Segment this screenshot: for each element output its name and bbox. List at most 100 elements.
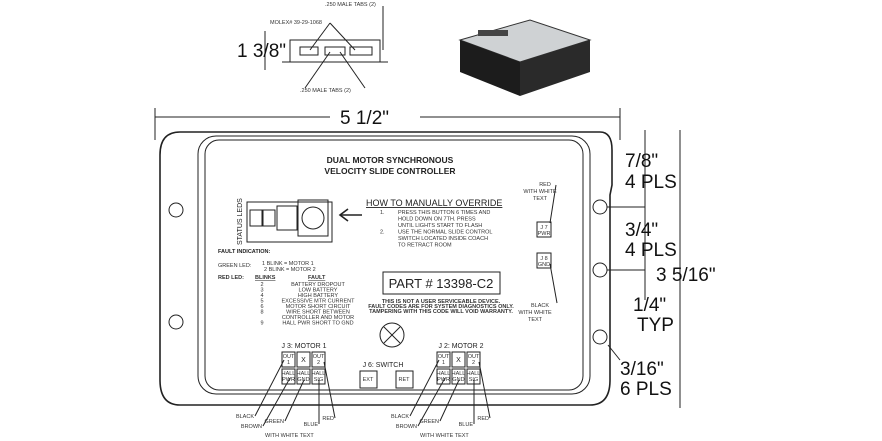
connector-pin — [451, 351, 466, 368]
j7-pwr-terminal — [536, 221, 552, 238]
fault-title: FAULT INDICATION: — [218, 249, 271, 255]
wire-label-brown: BROWN — [396, 424, 417, 430]
wire-leader — [478, 361, 491, 419]
dim-3-16: 3/16" — [620, 359, 664, 380]
title-line2: VELOCITY SLIDE CONTROLLER — [324, 166, 455, 176]
override-button[interactable] — [301, 206, 325, 230]
override-step-line: HOLD DOWN ON 7TH. PRESS — [398, 217, 476, 223]
fault-blinks: 8 — [260, 310, 263, 316]
pin-sub: 1 — [287, 360, 290, 366]
j7-sub: PWR — [538, 231, 551, 237]
pin-sub: 2 — [472, 360, 475, 366]
wire-label-green: GREEN — [419, 419, 439, 425]
fault-desc: EXCESSIVE MTR CURRENT — [281, 299, 355, 305]
override-step-line: USE THE NORMAL SLIDE CONTROL — [398, 230, 492, 236]
pin-label: OUT — [438, 354, 450, 360]
fault-blinks: 6 — [260, 304, 263, 310]
j8-gnd-terminal — [536, 252, 552, 269]
fault-blinks: 9 — [260, 321, 263, 327]
override-step-num: 2. — [380, 230, 385, 236]
width-dim: 5 1/2" — [340, 108, 389, 129]
connector-pin — [281, 368, 296, 385]
wire-label-with-white: WITH WHITE TEXT — [420, 433, 469, 439]
blinks-header: BLINKS — [255, 275, 276, 281]
override-title: HOW TO MANUALLY OVERRIDE — [366, 198, 502, 208]
pin-label: OUT — [283, 354, 295, 360]
status-leds: STATUS LEDS — [237, 198, 333, 245]
wire-leader — [323, 361, 336, 419]
pin-label: OUT — [468, 354, 480, 360]
override-step-line: PRESS THIS BUTTON 6 TIMES AND — [398, 210, 490, 216]
j7-wire-3: TEXT — [533, 196, 548, 202]
connector-pin — [436, 368, 451, 385]
pin-label: HALL — [467, 371, 481, 377]
pin-label: HALL — [297, 371, 311, 377]
status-leds-label: STATUS LEDS — [237, 198, 244, 245]
pin-label: HALL — [312, 371, 326, 377]
pin-sub: 1 — [442, 360, 445, 366]
j8-wire-1: BLACK — [531, 303, 549, 309]
side-height-dim: 1 3/8" — [237, 41, 286, 62]
fault-desc: BATTERY DROPOUT — [291, 282, 345, 288]
fault-desc: MOTOR SHORT CIRCUIT — [286, 304, 351, 310]
fault-blinks: 4 — [260, 293, 263, 299]
pin-label: HALL — [437, 371, 451, 377]
molex-label: MOLEX# 39-29-1068 — [270, 20, 322, 26]
pin-label: HALL — [452, 371, 466, 377]
product-photo — [458, 19, 592, 96]
warning-line3: TAMPERING WITH THIS CODE WILL VOID WARRA… — [369, 309, 513, 315]
height-dim: 3 5/16" — [656, 265, 716, 286]
fault-blinks: 2 — [260, 282, 263, 288]
pin-x: X — [301, 357, 306, 364]
wire-label-black: BLACK — [236, 414, 254, 420]
tabs-bottom-label: .250 MALE TABS (2) — [300, 88, 351, 94]
pin-label: OUT — [313, 354, 325, 360]
red-led-label: RED LED: — [218, 275, 244, 281]
wire-leader — [284, 379, 305, 422]
j6-ret: RET — [399, 377, 411, 383]
connector-pin — [451, 368, 466, 385]
fault-desc: CONTROLLER AND MOTOR — [282, 315, 354, 321]
wire-leader — [254, 359, 285, 417]
j8-label: J 8 — [540, 256, 547, 262]
connector-pin — [296, 351, 311, 368]
warning-line2: FAULT CODES ARE FOR SYSTEM DIAGNOSTICS O… — [368, 304, 514, 310]
override-step-line: SWITCH LOCATED INSIDE COACH — [398, 236, 488, 242]
pin-x: X — [456, 357, 461, 364]
j7-wire-1: RED — [539, 182, 551, 188]
override-step-num: 1. — [380, 210, 385, 216]
wire-label-black: BLACK — [391, 414, 409, 420]
j2-title: J 2: MOTOR 2 — [439, 343, 484, 350]
dim-1-4-note: TYP — [637, 315, 674, 336]
wire-label-green: GREEN — [264, 419, 284, 425]
pin-sub: 2 — [317, 360, 320, 366]
title-line1: DUAL MOTOR SYNCHRONOUS — [327, 155, 454, 165]
side-view: 1 3/8" MOLEX# 39-29-1068 .250 MALE TABS … — [237, 2, 388, 94]
reset-button-icon — [379, 322, 405, 348]
wire-label-blue: BLUE — [304, 422, 319, 428]
wire-label-brown: BROWN — [241, 424, 262, 430]
connector-pin — [296, 368, 311, 385]
fault-desc: HALL PWR SHORT TO GND — [282, 321, 353, 327]
warning-line1: THIS IS NOT A USER SERVICEABLE DEVICE. — [382, 299, 501, 305]
j6-title: J 6: SWITCH — [363, 362, 404, 369]
wire-leader — [409, 359, 440, 417]
pin-label: HALL — [282, 371, 296, 377]
fault-header: FAULT — [308, 275, 326, 281]
override-step-line: UNTIL LIGHTS START TO FLASH — [398, 223, 482, 229]
wire-label-blue: BLUE — [459, 422, 474, 428]
fault-desc: HIGH BATTERY — [298, 293, 338, 299]
part-number: PART # 13398-C2 — [389, 276, 494, 291]
dim-3-4-count: 4 PLS — [625, 240, 677, 261]
fault-blinks: 3 — [260, 288, 263, 294]
green-led-label: GREEN LED: — [218, 263, 252, 269]
wire-label-red: RED — [322, 416, 334, 422]
wire-leader — [262, 377, 291, 427]
dim-7-8-count: 4 PLS — [625, 172, 677, 193]
connector-pin — [436, 351, 451, 368]
j8-sub: GND — [538, 262, 550, 268]
green-led-line1: 1 BLINK = MOTOR 1 — [262, 261, 314, 267]
dim-3-16-count: 6 PLS — [620, 379, 672, 400]
